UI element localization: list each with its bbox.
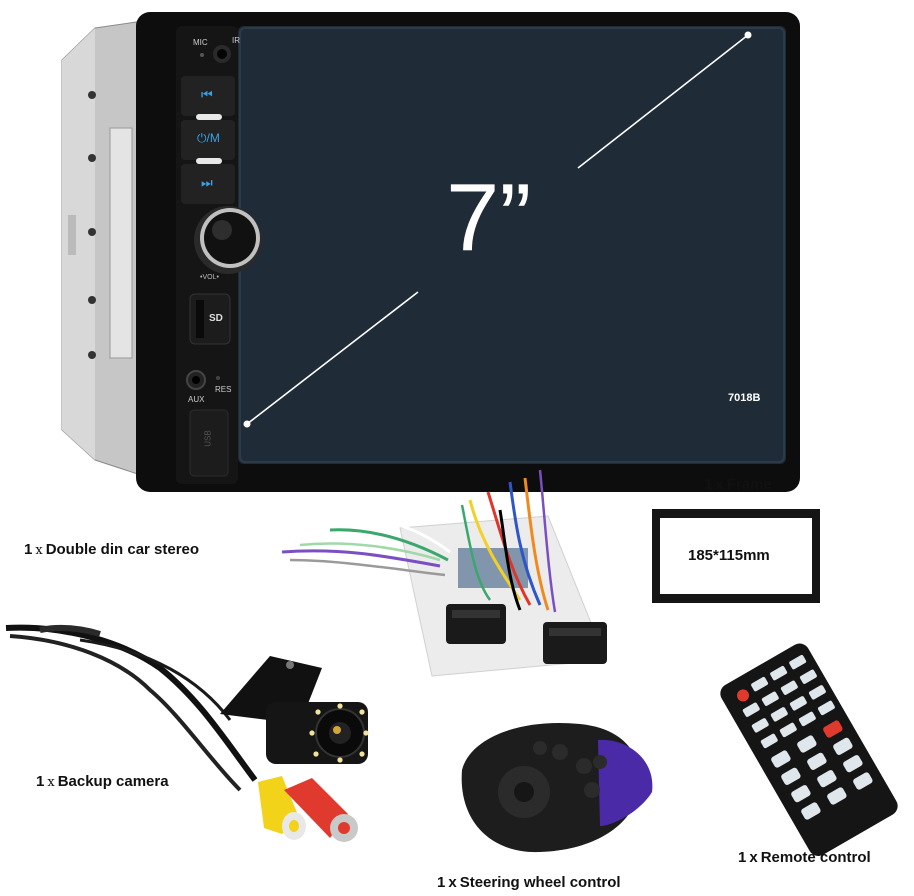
- screen-size-text: 7”: [446, 164, 532, 271]
- frame-illustration: [652, 509, 820, 603]
- wiring-harness: [281, 469, 607, 677]
- remote-control-illustration: [720, 643, 898, 856]
- sd-label: SD: [209, 313, 223, 324]
- volume-knob: [194, 206, 262, 274]
- ir-label: IR: [232, 36, 240, 45]
- aux-label: AUX: [188, 395, 205, 404]
- stereo-chassis: [61, 19, 151, 479]
- stereo-buttons: [181, 76, 235, 204]
- mic-label: MIC: [193, 38, 208, 47]
- usb-label: USB: [203, 430, 213, 447]
- power-mode-icon: ⏻/M: [197, 131, 220, 145]
- model-number: 7018B: [728, 392, 761, 404]
- vol-label: •VOL•: [200, 274, 219, 281]
- backup-camera-illustration: [5, 624, 369, 842]
- stereo-screen: [238, 26, 786, 464]
- res-label: RES: [215, 385, 232, 394]
- prev-track-icon: ⏮: [201, 87, 213, 102]
- next-track-icon: ⏭: [201, 175, 213, 190]
- steering-wheel-control-illustration: [461, 722, 653, 853]
- frame-size-label: 185*115mm: [688, 547, 770, 564]
